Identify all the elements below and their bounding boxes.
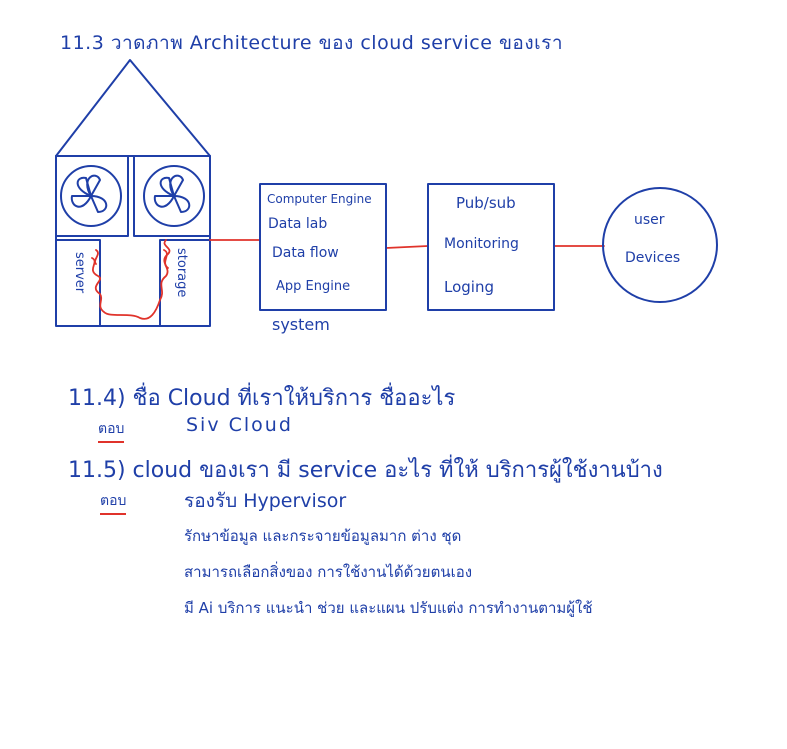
fan-left-icon — [60, 165, 122, 227]
server-label: server — [72, 252, 87, 294]
fan-box-left — [55, 155, 129, 237]
user-circle — [602, 187, 718, 303]
answer-11-4: Siv Cloud — [186, 414, 293, 436]
question-11-5: 11.5) cloud ของเรา มี service อะไร ที่ให… — [68, 458, 663, 483]
compute-caption: system — [272, 315, 330, 334]
storage-label: storage — [174, 248, 189, 297]
compute-line-2: Data lab — [268, 216, 327, 232]
fan-right-icon — [143, 165, 205, 227]
server-rack — [55, 239, 101, 327]
services-line-3: Loging — [444, 278, 494, 296]
answer-11-5-line-4: มี Ai บริการ แนะนำ ช่วย และแผน ปรับแต่ง … — [184, 599, 593, 617]
link-compute-services — [385, 245, 429, 249]
services-box — [427, 183, 555, 311]
compute-line-3: Data flow — [272, 245, 339, 261]
house-roof — [55, 59, 211, 157]
compute-box — [259, 183, 387, 311]
fan-box-right — [133, 155, 211, 237]
compute-line-1: Computer Engine — [267, 192, 372, 206]
storage-rack — [159, 239, 211, 327]
user-line-2: Devices — [625, 250, 680, 266]
answer-11-5-line-2: รักษาข้อมูล และกระจายข้อมูลมาก ต่าง ชุด — [184, 527, 462, 545]
compute-line-4: App Engine — [276, 279, 350, 294]
services-line-1: Pub/sub — [456, 194, 516, 212]
answer-marker-11-5: ตอบ — [100, 490, 127, 515]
user-line-1: user — [634, 212, 665, 228]
answer-11-5-line-1: รองรับ Hypervisor — [184, 490, 347, 512]
answer-11-5-line-3: สามารถเลือกสิ่งของ การใช้งานได้ด้วยตนเอง — [184, 563, 473, 581]
question-11-4: 11.4) ชื่อ Cloud ที่เราให้บริการ ชื่ออะไ… — [68, 386, 456, 411]
heading: 11.3 วาดภาพ Architecture ของ cloud servi… — [60, 32, 563, 54]
rack-wiring — [91, 239, 171, 320]
answer-marker-11-4: ตอบ — [98, 418, 125, 443]
services-line-2: Monitoring — [444, 236, 519, 252]
